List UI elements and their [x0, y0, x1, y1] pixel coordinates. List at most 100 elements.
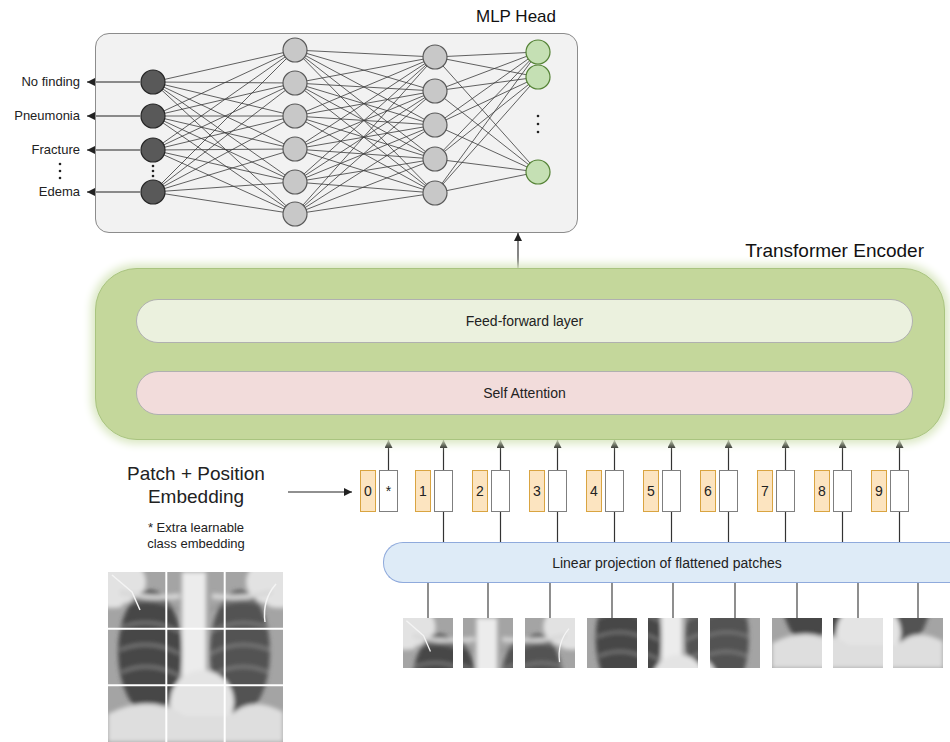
patch-embedding-cell	[605, 470, 624, 512]
network-link	[435, 52, 538, 125]
flow-arrow	[500, 440, 501, 470]
network-link	[295, 91, 435, 116]
flow-arrow	[671, 440, 672, 470]
network-link	[153, 83, 295, 192]
ellipsis-dot	[152, 165, 155, 168]
output-class-label: No finding	[21, 74, 80, 90]
network-link	[295, 116, 435, 193]
network-link	[295, 159, 435, 182]
embedding-arrow	[288, 491, 352, 492]
patch-feed-lines	[428, 583, 918, 618]
neuron	[283, 38, 307, 62]
network-link	[295, 91, 435, 214]
neuron	[423, 181, 447, 205]
neuron	[141, 180, 165, 204]
output-class-label: Edema	[39, 184, 80, 200]
ellipsis-dot	[152, 175, 155, 178]
token-embedding: 2	[472, 470, 510, 512]
neuron	[283, 71, 307, 95]
position-number: 0	[364, 483, 372, 499]
network-link	[153, 50, 295, 82]
patch-embedding-cell: *	[379, 470, 398, 512]
network-link	[153, 182, 295, 192]
network-link	[153, 82, 295, 149]
ellipsis-dot	[537, 115, 540, 118]
network-link	[153, 149, 295, 192]
network-link	[435, 52, 538, 91]
neural-network	[141, 38, 550, 226]
network-link	[435, 77, 538, 193]
neuron	[141, 138, 165, 162]
patch-embedding-cell	[662, 470, 681, 512]
flow-arrow	[517, 233, 518, 268]
patch-embedding-cell	[833, 470, 852, 512]
position-index-cell: 5	[643, 470, 659, 512]
token-embedding: 4	[586, 470, 624, 512]
feed-line	[785, 512, 786, 542]
feed-line	[557, 512, 558, 542]
network-link	[153, 150, 295, 182]
token-embedding: 0*	[360, 470, 398, 512]
transformer-encoder-box: Transformer EncoderFeed-forward layerSel…	[95, 268, 945, 440]
position-index-cell: 1	[415, 470, 431, 512]
token-embedding: 3	[529, 470, 567, 512]
network-link	[435, 125, 538, 172]
network-link	[153, 116, 295, 182]
token-embedding: 8	[814, 470, 852, 512]
network-link	[295, 193, 435, 214]
neuron	[526, 160, 550, 184]
token-embedding: 7	[757, 470, 795, 512]
patch-embedding-cell	[434, 470, 453, 512]
position-number: 5	[647, 483, 655, 499]
network-link	[153, 83, 295, 150]
neuron	[423, 147, 447, 171]
network-link	[295, 57, 435, 116]
network-link	[435, 91, 538, 172]
patch-embedding-cell	[548, 470, 567, 512]
network-link	[435, 52, 538, 159]
projection-box: Linear projection of flattened patches	[383, 542, 950, 583]
position-number: 8	[818, 483, 826, 499]
network-link	[295, 83, 435, 159]
position-number: 7	[761, 483, 769, 499]
chest-xray	[78, 556, 314, 742]
neuron	[423, 45, 447, 69]
patch-embedding-cell	[776, 470, 795, 512]
vertical-dots	[59, 163, 62, 180]
position-number: 3	[533, 483, 541, 499]
network-link	[153, 116, 295, 214]
network-link	[153, 50, 295, 116]
feed-line	[443, 512, 444, 542]
neuron	[423, 113, 447, 137]
neuron	[283, 170, 307, 194]
neuron	[526, 40, 550, 64]
output-class-label: Fracture	[32, 142, 80, 158]
network-link	[295, 159, 435, 214]
network-link	[295, 125, 435, 149]
flow-arrow	[899, 440, 900, 470]
flow-arrow	[785, 440, 786, 470]
box-title: MLP Head	[476, 7, 556, 27]
ellipsis-dot	[152, 170, 155, 173]
network-link	[295, 57, 435, 83]
position-index-cell: 0	[360, 470, 376, 512]
feed-line	[500, 512, 501, 542]
position-index-cell: 7	[757, 470, 773, 512]
network-link	[295, 125, 435, 214]
patch-embedding-cell	[719, 470, 738, 512]
output-class-label: Pneumonia	[14, 108, 80, 124]
class-embedding-note: * Extra learnable class embedding	[136, 520, 256, 552]
position-number: 9	[875, 483, 883, 499]
neuron	[423, 79, 447, 103]
network-link	[435, 159, 538, 172]
position-index-cell: 2	[472, 470, 488, 512]
token-embedding: 9	[871, 470, 909, 512]
network-link	[295, 149, 435, 159]
position-index-cell: 9	[871, 470, 887, 512]
token-embedding: 1	[415, 470, 453, 512]
position-index-cell: 8	[814, 470, 830, 512]
position-number: 4	[590, 483, 598, 499]
position-index-cell: 6	[700, 470, 716, 512]
neuron	[141, 104, 165, 128]
